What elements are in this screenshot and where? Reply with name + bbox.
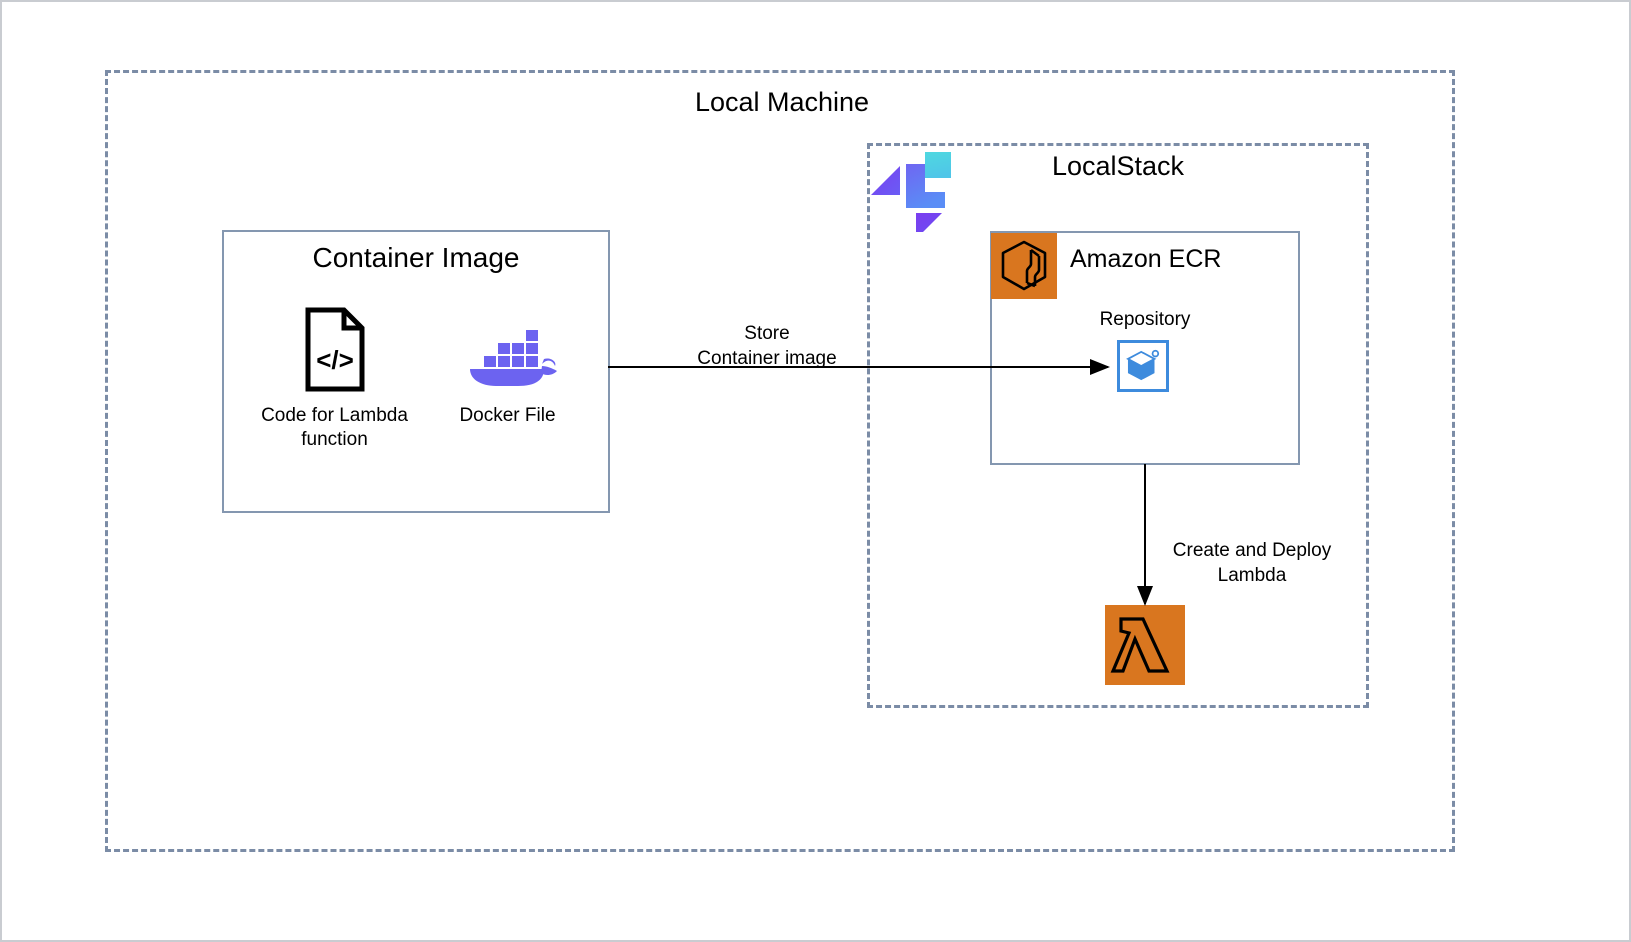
store-container-image-label: Store Container image — [617, 322, 917, 371]
amazon-ecr-title: Amazon ECR — [1070, 245, 1222, 273]
local-machine-title: Local Machine — [694, 87, 870, 117]
localstack-title: LocalStack — [1051, 151, 1185, 181]
create-deploy-lambda-label: Create and Deploy Lambda — [1142, 539, 1362, 588]
code-for-lambda-caption: Code for Lambda function — [261, 405, 408, 450]
amazon-ecr-icon — [991, 233, 1057, 299]
repository-cube-icon — [1117, 340, 1169, 392]
local-machine-container — [105, 70, 1455, 852]
docker-file-item: Docker File — [430, 307, 585, 428]
code-file-icon: </> — [247, 307, 422, 392]
repository-label: Repository — [1099, 309, 1191, 330]
store-label-line2: Container image — [697, 347, 837, 369]
aws-lambda-icon — [1105, 605, 1185, 685]
container-image-title: Container Image — [312, 242, 520, 273]
code-for-lambda-item: </> Code for Lambda function — [247, 307, 422, 452]
deploy-label-line1: Create and Deploy — [1172, 540, 1332, 561]
localstack-logo-icon — [871, 152, 951, 232]
localstack-container — [867, 143, 1369, 708]
create-deploy-lambda-arrow — [1137, 464, 1153, 606]
store-label-line1: Store — [744, 323, 790, 344]
store-container-image-arrow — [608, 359, 1110, 375]
svg-text:</>: </> — [316, 345, 354, 375]
docker-file-caption: Docker File — [459, 405, 556, 426]
docker-whale-icon — [430, 307, 585, 392]
deploy-label-line2: Lambda — [1217, 564, 1287, 586]
